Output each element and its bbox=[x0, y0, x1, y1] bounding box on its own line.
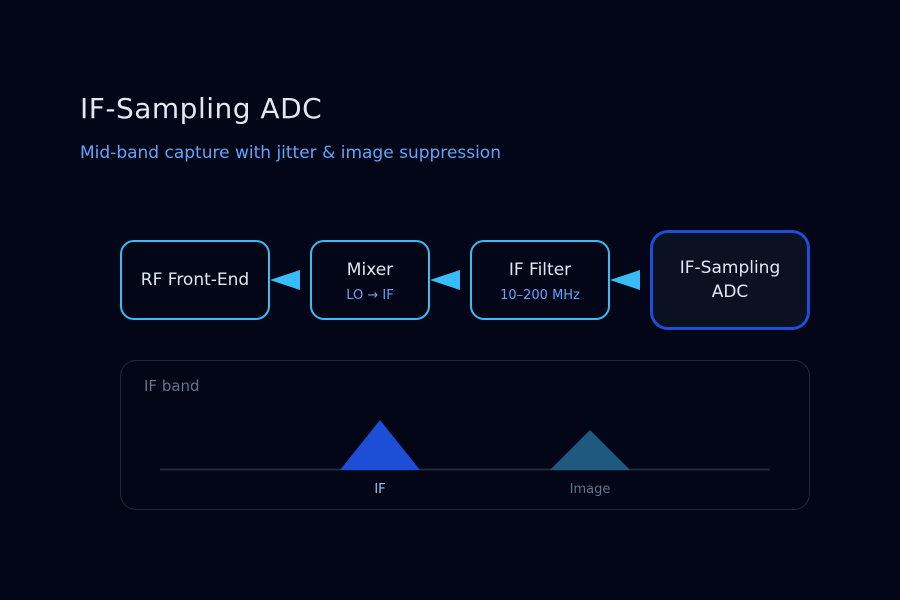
if-filter-block: IF Filter 10–200 MHz bbox=[470, 240, 610, 320]
arrow-mixer-to-rf bbox=[270, 270, 300, 290]
arrow-filter-to-mixer bbox=[430, 270, 460, 290]
mixer-block: Mixer LO → IF bbox=[310, 240, 430, 320]
adc-label: IF-Sampling ADC bbox=[679, 258, 781, 302]
if-band-label: IF band bbox=[144, 377, 200, 395]
mixer-sublabel: LO → IF bbox=[346, 287, 394, 303]
image-peak bbox=[550, 430, 630, 470]
if-filter-label: IF Filter bbox=[508, 259, 572, 280]
diagram-subtitle: Mid-band capture with jitter & image sup… bbox=[80, 143, 501, 163]
if-peak-label: IF bbox=[374, 482, 386, 497]
if-filter-sublabel: 10–200 MHz bbox=[500, 287, 580, 303]
rf-front-end-block: RF Front-End bbox=[120, 240, 270, 320]
if-peak bbox=[340, 420, 420, 470]
if-band-panel bbox=[120, 360, 810, 510]
image-peak-label: Image bbox=[569, 482, 611, 497]
arrow-adc-to-filter bbox=[610, 270, 640, 290]
mixer-label: Mixer bbox=[346, 259, 394, 280]
diagram-title: IF-Sampling ADC bbox=[80, 92, 323, 125]
rf-front-end-label: RF Front-End bbox=[140, 270, 250, 290]
if-sampling-adc-block: IF-Sampling ADC bbox=[650, 230, 810, 330]
